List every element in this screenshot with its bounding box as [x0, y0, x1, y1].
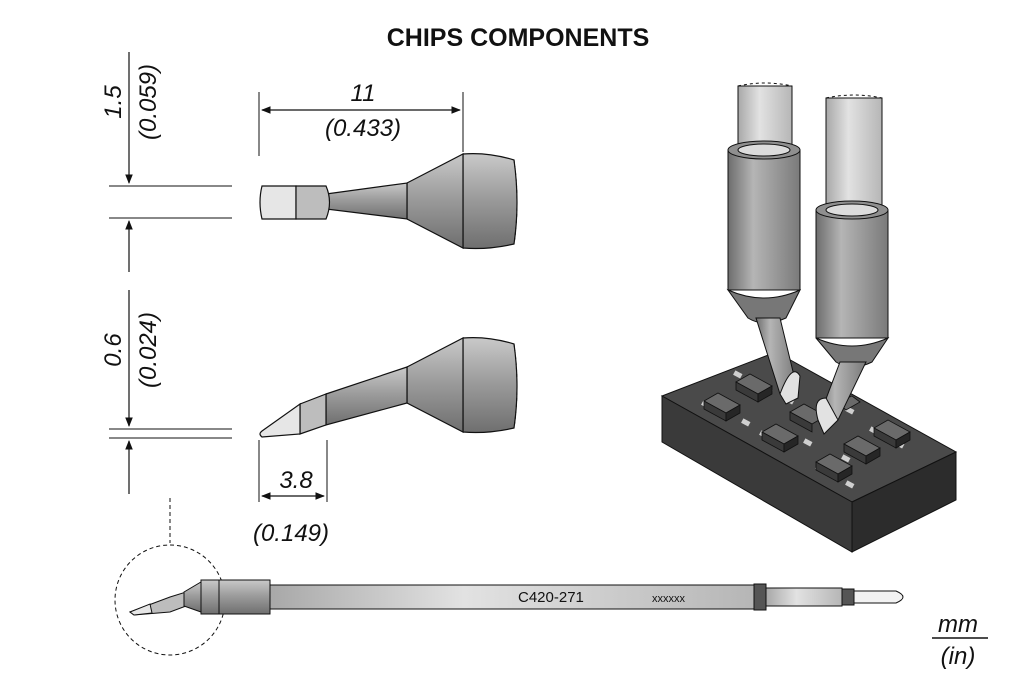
- page-title: CHIPS COMPONENTS: [387, 24, 650, 52]
- units-legend: mm (in): [932, 611, 988, 670]
- tweezer-right-arm: [815, 94, 890, 435]
- dimension-length: 11 (0.433): [258, 80, 464, 156]
- dimension-width: 1.5 (0.059): [100, 52, 232, 272]
- cartridge-full-view: C420-271 xxxxxx: [114, 498, 904, 656]
- tweezer-left-arm: [726, 82, 802, 405]
- length-in-label: (0.433): [325, 115, 401, 142]
- dimension-bevel: 3.8 (0.149): [253, 440, 329, 547]
- bevel-mm-label: 3.8: [279, 467, 313, 494]
- marking-label: xxxxxx: [652, 593, 686, 605]
- units-secondary-label: (in): [941, 643, 976, 670]
- width-in-label: (0.059): [135, 64, 162, 140]
- tweezer-on-board-illustration: [660, 82, 958, 553]
- part-number-label: C420-271: [518, 589, 584, 606]
- tip-top-view: [259, 153, 518, 250]
- units-primary-label: mm: [938, 611, 978, 638]
- length-mm-label: 11: [351, 80, 376, 107]
- smd-chips: [703, 373, 911, 483]
- width-mm-label: 1.5: [100, 85, 127, 119]
- bevel-in-label: (0.149): [253, 520, 329, 547]
- dimension-thickness: 0.6 (0.024): [100, 290, 232, 494]
- circuit-board: [660, 351, 958, 553]
- thickness-mm-label: 0.6: [100, 333, 127, 367]
- thickness-in-label: (0.024): [135, 312, 162, 388]
- tip-side-view: [259, 337, 518, 438]
